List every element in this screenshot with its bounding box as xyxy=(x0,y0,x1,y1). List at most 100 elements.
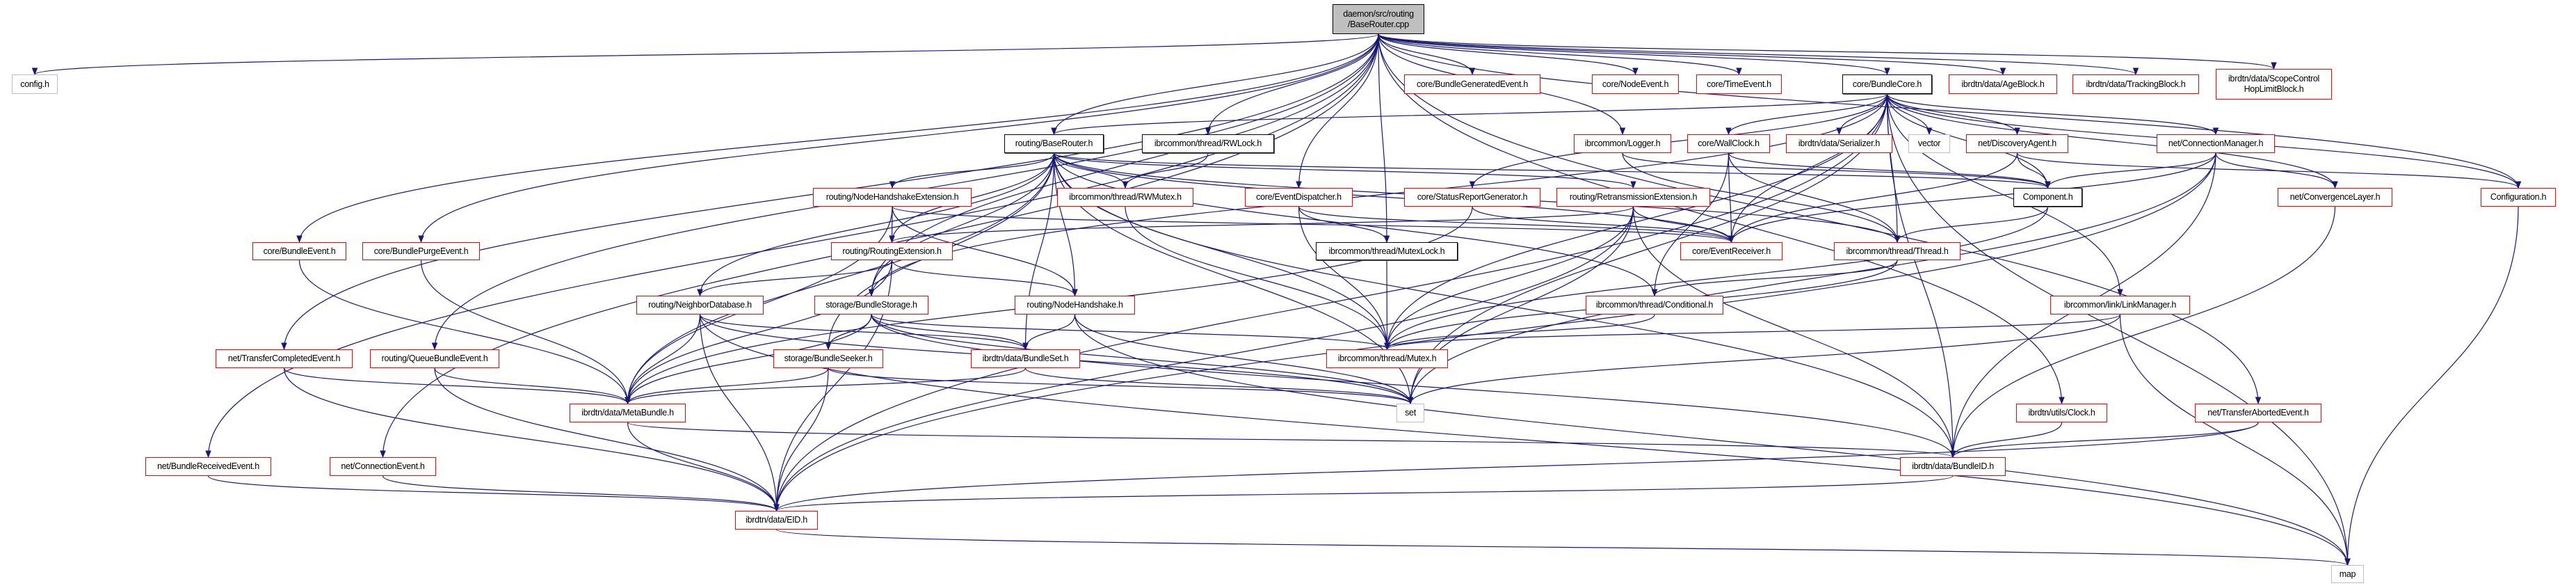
node-neighbor[interactable]: routing/NeighborDatabase.h xyxy=(636,296,764,315)
node-evrecv[interactable]: core/EventReceiver.h xyxy=(1680,242,1782,260)
node-cl[interactable]: net/ConvergenceLayer.h xyxy=(2278,188,2392,207)
edge-component-to-mutex xyxy=(1384,206,2049,351)
node-label: daemon/src/routing /BaseRouter.cpp xyxy=(1343,8,1414,29)
edge-retx-to-mutex xyxy=(1384,206,1634,351)
node-configuration[interactable]: Configuration.h xyxy=(2481,188,2556,207)
node-label: core/TimeEvent.h xyxy=(1707,79,1771,89)
node-wallclock[interactable]: core/WallClock.h xyxy=(1687,134,1770,153)
node-linkmgr[interactable]: ibrcommon/link/LinkManager.h xyxy=(2050,296,2190,315)
node-purge[interactable]: core/BundlePurgeEvent.h xyxy=(362,242,480,260)
node-label: core/EventDispatcher.h xyxy=(1256,192,1342,202)
node-label: net/TransferAbortedEvent.h xyxy=(2207,408,2309,418)
node-bundleid[interactable]: ibrdtn/data/BundleID.h xyxy=(1900,457,2006,476)
edge-root-to-bre xyxy=(205,33,1379,459)
node-qbe[interactable]: routing/QueueBundleEvent.h xyxy=(370,349,499,368)
edge-component-to-thread xyxy=(1894,206,2049,244)
node-label: ibrdtn/data/MetaBundle.h xyxy=(581,408,674,418)
node-bundleev[interactable]: core/BundleEvent.h xyxy=(252,242,346,260)
node-serializer[interactable]: ibrdtn/data/Serializer.h xyxy=(1786,134,1892,153)
node-rwlock[interactable]: ibrcommon/thread/RWLock.h xyxy=(1142,134,1274,153)
edge-linkmgr-to-map xyxy=(2119,314,2351,566)
node-label: net/DiscoveryAgent.h xyxy=(1978,138,2056,148)
edge-brh-to-storage xyxy=(868,152,1055,297)
node-rwmutex[interactable]: ibrcommon/thread/RWMutex.h xyxy=(1057,188,1193,207)
node-age[interactable]: ibrdtn/data/AgeBlock.h xyxy=(1949,74,2057,94)
edge-rwmutex-to-mutex xyxy=(1125,206,1390,351)
node-connmgr[interactable]: net/ConnectionManager.h xyxy=(2157,134,2275,153)
node-conditional[interactable]: ibrcommon/thread/Conditional.h xyxy=(1586,296,1723,315)
node-bre[interactable]: net/BundleReceivedEvent.h xyxy=(145,457,271,476)
node-retx[interactable]: routing/RetransmissionExtension.h xyxy=(1556,188,1710,207)
node-nodeev[interactable]: core/NodeEvent.h xyxy=(1592,74,1679,94)
edge-brh-to-retx xyxy=(1053,152,1636,189)
node-label: ibrcommon/thread/Mutex.h xyxy=(1337,353,1437,363)
node-nhe[interactable]: routing/NodeHandshakeExtension.h xyxy=(813,188,972,207)
edge-nhe-to-nodehs xyxy=(892,206,1078,297)
edge-connev-to-eid xyxy=(382,475,780,512)
edge-neighbor-to-eid xyxy=(699,314,780,512)
node-component[interactable]: Component.h xyxy=(2013,188,2082,207)
node-label: ibrdtn/data/EID.h xyxy=(746,515,807,525)
node-seeker[interactable]: storage/BundleSeeker.h xyxy=(773,349,883,368)
edge-bundleid-to-eid xyxy=(773,475,1954,512)
node-bundleset[interactable]: ibrdtn/data/BundleSet.h xyxy=(971,349,1080,368)
edge-brh-to-rwmutex xyxy=(1053,152,1129,189)
edge-neighbor-to-metabundle xyxy=(625,314,701,405)
edge-seeker-to-set xyxy=(828,367,1414,405)
node-mutex[interactable]: ibrcommon/thread/Mutex.h xyxy=(1326,349,1448,368)
edge-qbe-to-eid xyxy=(434,367,780,512)
node-scope[interactable]: ibrdtn/data/ScopeControl HopLimitBlock.h xyxy=(2216,69,2332,100)
node-label: Component.h xyxy=(2022,192,2073,202)
node-evdisp[interactable]: core/EventDispatcher.h xyxy=(1245,188,1353,207)
node-srg[interactable]: core/StatusReportGenerator.h xyxy=(1404,188,1540,207)
node-core[interactable]: core/BundleCore.h xyxy=(1842,74,1932,94)
edge-root-to-nodeev xyxy=(1378,33,1639,76)
edge-core-to-wallclock xyxy=(1725,93,1888,136)
edge-routext-to-neighbor xyxy=(697,260,893,297)
node-label: ibrcommon/thread/Thread.h xyxy=(1846,246,1949,256)
node-storage[interactable]: storage/BundleStorage.h xyxy=(814,296,928,315)
node-timeev[interactable]: core/TimeEvent.h xyxy=(1696,74,1782,94)
node-disc[interactable]: net/DiscoveryAgent.h xyxy=(1966,134,2068,153)
node-tae[interactable]: net/TransferAbortedEvent.h xyxy=(2195,404,2321,422)
node-nodehs[interactable]: routing/NodeHandshake.h xyxy=(1015,296,1135,315)
edge-purge-to-metabundle xyxy=(420,260,631,405)
edge-root-to-config xyxy=(32,33,1379,76)
node-config: config.h xyxy=(12,74,58,94)
node-connev[interactable]: net/ConnectionEvent.h xyxy=(330,457,436,476)
node-mutexlock[interactable]: ibrcommon/thread/MutexLock.h xyxy=(1316,242,1458,260)
node-logger[interactable]: ibrcommon/Logger.h xyxy=(1574,134,1671,153)
edge-root-to-track xyxy=(1378,33,2139,76)
edge-core-to-eid xyxy=(773,93,1888,512)
node-label: config.h xyxy=(20,79,49,89)
node-label: net/BundleReceivedEvent.h xyxy=(157,461,259,471)
node-eid[interactable]: ibrdtn/data/EID.h xyxy=(735,511,818,530)
edge-disc-to-configuration xyxy=(2016,152,2522,189)
edge-brh-to-bundleset xyxy=(1022,152,1055,351)
edge-bundleset-to-metabundle xyxy=(625,367,1027,405)
node-label: routing/NeighborDatabase.h xyxy=(648,300,752,310)
edge-core-to-map xyxy=(1886,93,2351,566)
edge-conditional-to-mutex xyxy=(1384,314,1655,351)
edge-routext-to-metabundle xyxy=(625,260,893,405)
edge-brh-to-neighbor xyxy=(697,152,1055,297)
edge-wallclock-to-conditional xyxy=(1651,152,1730,297)
node-track[interactable]: ibrdtn/data/TrackingBlock.h xyxy=(2072,74,2199,94)
edge-core-to-set xyxy=(1407,93,1888,405)
node-vector: vector xyxy=(1908,134,1950,153)
node-label: routing/QueueBundleEvent.h xyxy=(381,353,488,363)
edge-root-to-scope xyxy=(1378,33,2277,70)
node-thread[interactable]: ibrcommon/thread/Thread.h xyxy=(1834,242,1961,260)
edge-cl-to-bundleid xyxy=(1949,206,2336,459)
edge-retx-to-eid xyxy=(773,206,1634,512)
edge-wallclock-to-component xyxy=(1728,152,2051,189)
node-label: ibrdtn/data/Serializer.h xyxy=(1798,138,1881,148)
node-metabundle[interactable]: ibrdtn/data/MetaBundle.h xyxy=(570,404,686,422)
node-clock[interactable]: ibrdtn/utils/Clock.h xyxy=(2016,404,2107,422)
node-label: ibrdtn/data/TrackingBlock.h xyxy=(2086,79,2186,89)
node-bge[interactable]: core/BundleGeneratedEvent.h xyxy=(1404,74,1540,94)
node-brh[interactable]: routing/BaseRouter.h xyxy=(1004,134,1104,153)
node-tce[interactable]: net/TransferCompletedEvent.h xyxy=(216,349,353,368)
node-routext[interactable]: routing/RoutingExtension.h xyxy=(831,242,953,260)
edge-retx-to-routext xyxy=(889,206,1634,244)
